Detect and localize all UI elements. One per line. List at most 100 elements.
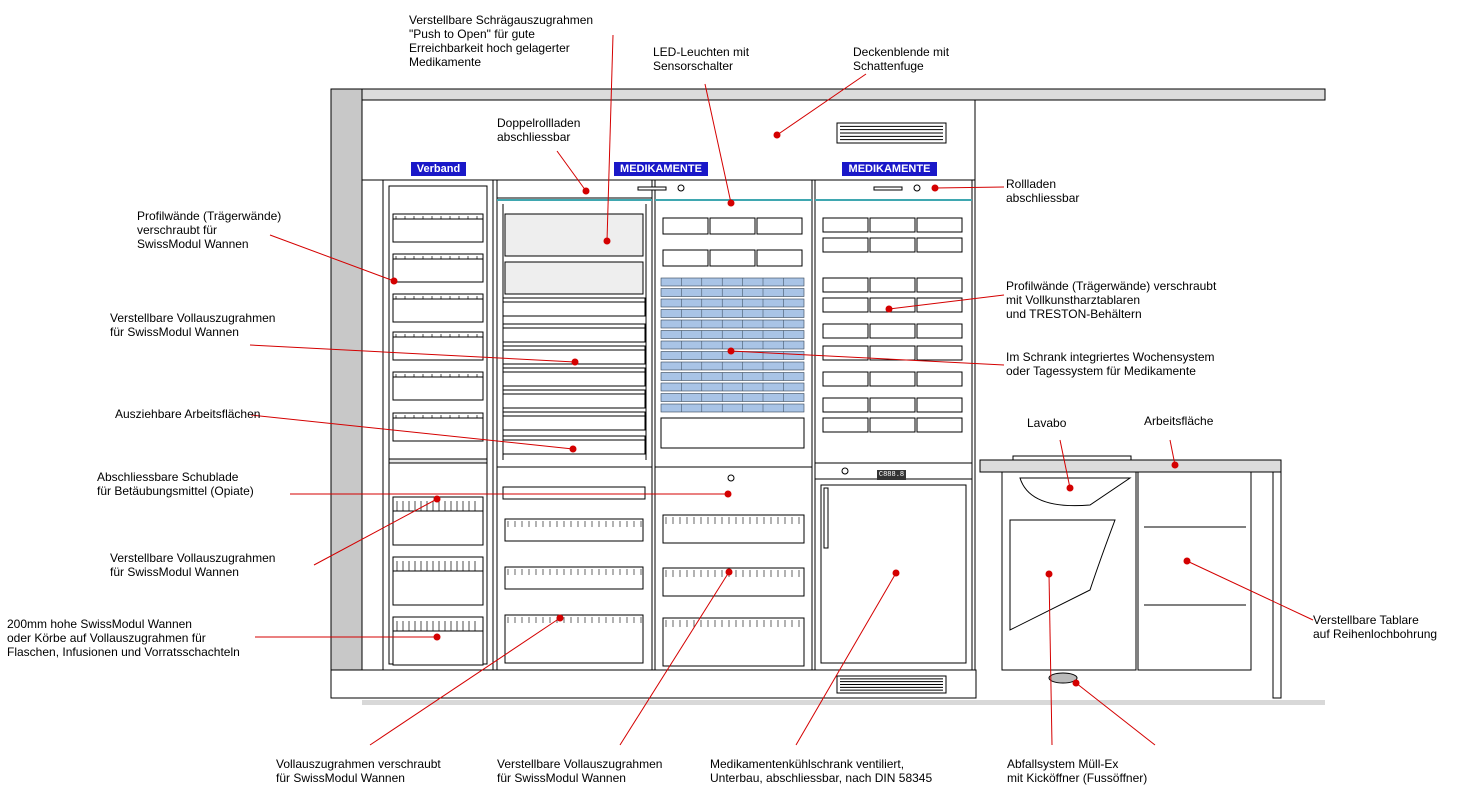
treston-box-right [822, 237, 869, 253]
label-tablare: Verstellbare Tablare auf Reihenlochbohru… [1313, 613, 1438, 641]
treston-box-right [822, 277, 869, 293]
callout-dot [727, 347, 735, 355]
treston-box-right [916, 417, 963, 433]
callout-dot [885, 305, 893, 313]
callout-dot [571, 358, 579, 366]
treston-box-right [822, 371, 869, 387]
treston-box-right [916, 277, 963, 293]
weekly-tray [660, 403, 805, 413]
leader-line [313, 498, 438, 566]
weekly-tray [660, 382, 805, 392]
tray-verband [392, 331, 484, 361]
vollauszug-tray [502, 367, 646, 387]
leader-line [730, 350, 1005, 366]
treston-box-right [869, 345, 916, 361]
fridge-knob [841, 467, 849, 475]
tag-medikamente-2: MEDIKAMENTE [842, 162, 937, 176]
kick-pedal [1048, 672, 1078, 684]
leader-line [1048, 573, 1053, 746]
treston-box [709, 249, 756, 267]
label-rollladen: Rollladen abschliessbar [1006, 177, 1080, 205]
label-vollauszug-3: Verstellbare Vollauszugrahmen für SwissM… [497, 757, 663, 785]
leader-lines [249, 34, 1314, 746]
treston-box-right [869, 371, 916, 387]
weekly-tray [660, 309, 805, 318]
label-vollauszug-2: Verstellbare Vollauszugrahmen für SwissM… [110, 551, 276, 579]
fridge-display: C888.8 [877, 470, 906, 480]
tray-verband [392, 293, 484, 323]
tag-verband: Verband [411, 162, 466, 176]
label-profilwaende-1: Profilwände (Trägerwände) verschraubt fü… [137, 209, 282, 251]
label-abfallsystem: Abfallsystem Müll-Ex mit Kicköffner (Fus… [1007, 757, 1148, 785]
treston-box [662, 217, 709, 235]
treston-box [709, 217, 756, 235]
rollladen-left [496, 179, 653, 199]
treston-box-right [822, 397, 869, 413]
label-profilwaende-2: Profilwände (Trägerwände) verschraubt mi… [1006, 279, 1217, 321]
swissmodul-tray-mid [662, 617, 805, 667]
leader-line [1059, 439, 1071, 489]
callout-dot [931, 184, 939, 192]
tag-medikamente-1: MEDIKAMENTE [614, 162, 708, 176]
waste-bin [1009, 519, 1116, 631]
callout-dot [433, 633, 441, 641]
treston-box-right [822, 417, 869, 433]
sink-basin [1019, 477, 1132, 507]
leader-line [934, 186, 1005, 189]
tray-verband [392, 253, 484, 283]
shelf-cabinet [1137, 471, 1252, 671]
rollladen-lock [677, 184, 685, 192]
leader-line [556, 150, 587, 192]
weekly-tray [660, 340, 805, 350]
callout-dot [1045, 570, 1053, 578]
callout-dot [725, 568, 733, 576]
label-schublade: Abschliessbare Schublade für Betäubungsm… [97, 470, 254, 498]
weekly-tray [660, 372, 805, 381]
treston-box [756, 217, 803, 235]
treston-box-right [916, 217, 963, 233]
leader-line [1186, 560, 1314, 621]
floor-shadow [362, 700, 1325, 705]
swissmodul-tray [504, 566, 644, 590]
verband-divider [388, 458, 488, 464]
basket-verband [392, 616, 484, 666]
treston-box-right [869, 417, 916, 433]
label-doppelrollladen: Doppelrollladen abschliessbar [497, 116, 581, 144]
callout-dot [724, 490, 732, 498]
rollladen-handle [873, 186, 903, 191]
leader-line [888, 294, 1005, 310]
rollladen-handle [637, 186, 667, 191]
leader-line [795, 572, 897, 746]
treston-box-right [869, 277, 916, 293]
treston-box-right [916, 371, 963, 387]
vollauszug-tray [502, 411, 646, 431]
rollladen-lock [913, 184, 921, 192]
label-schraegauszug: Verstellbare Schrägauszugrahmen "Push to… [409, 13, 594, 69]
label-vollauszug-1: Verstellbare Vollauszugrahmen für SwissM… [110, 311, 276, 339]
weekly-tray [660, 277, 805, 287]
callout-dot [773, 131, 781, 139]
leader-line [1169, 439, 1176, 466]
weekly-tray [660, 319, 805, 329]
weekly-tray [660, 361, 805, 371]
leader-line [249, 344, 576, 363]
treston-box [662, 249, 709, 267]
opiate-drawer [502, 486, 646, 500]
label-vollauszug-verschraubt: Vollauszugrahmen verschraubt für SwissMo… [276, 757, 441, 785]
ceiling-panel [330, 88, 1326, 101]
vollauszug-tray [502, 389, 646, 409]
schraeg-tray-2 [504, 261, 644, 295]
label-kuehlschrank: Medikamentenkühlschrank ventiliert, Unte… [710, 757, 933, 785]
treston-box-right [822, 217, 869, 233]
callout-dot [1183, 557, 1191, 565]
swissmodul-tray [504, 518, 644, 542]
leader-line [269, 234, 395, 282]
label-deckenblende: Deckenblende mit Schattenfuge [853, 45, 950, 73]
treston-box-right [869, 237, 916, 253]
worktop [979, 459, 1282, 473]
treston-box-right [916, 323, 963, 339]
callout-dot [390, 277, 398, 285]
treston-box [756, 249, 803, 267]
leader-line [776, 73, 867, 136]
